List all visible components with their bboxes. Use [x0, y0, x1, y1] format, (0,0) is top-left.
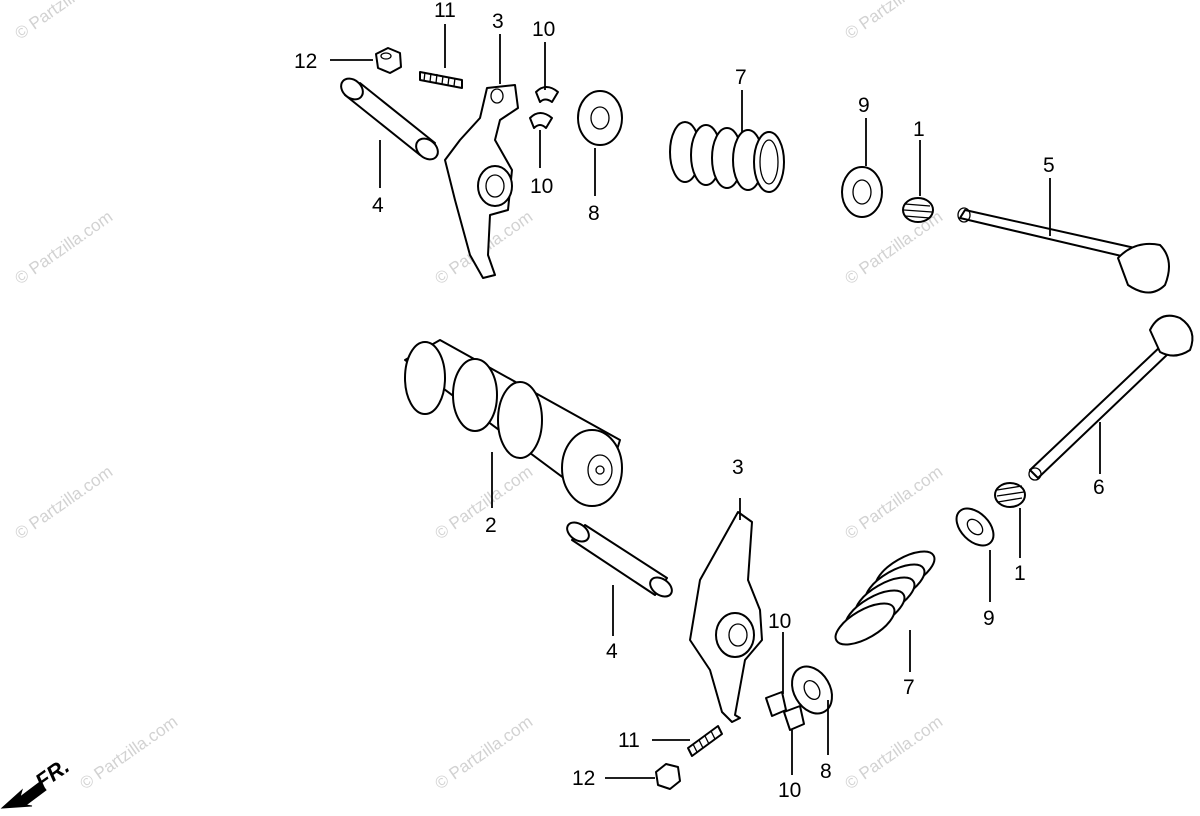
leader-lines — [330, 24, 1101, 779]
part-4-rocker-shaft-lower — [566, 521, 673, 598]
watermark-text: © Partzilla.com — [841, 0, 946, 43]
watermark-text: © Partzilla.com — [76, 712, 181, 793]
callout-3: 3 — [732, 456, 744, 479]
part-9-spring-seat-lower — [955, 507, 995, 547]
part-5-valve-upper — [957, 207, 1170, 294]
callout-7: 7 — [903, 676, 915, 699]
part-11-adjust-screw-lower — [687, 725, 723, 757]
callout-10: 10 — [532, 18, 555, 41]
callout-8: 8 — [588, 202, 600, 225]
callout-10: 10 — [768, 610, 791, 633]
watermark-text: © Partzilla.com — [841, 462, 946, 543]
callout-9: 9 — [858, 94, 870, 117]
watermark-text: © Partzilla.com — [431, 462, 536, 543]
part-8-retainer-lower — [791, 665, 833, 715]
part-12-nut-lower — [655, 763, 681, 790]
part-1-stem-seal-upper — [902, 197, 934, 223]
callout-8: 8 — [820, 760, 832, 783]
callout-9: 9 — [983, 607, 995, 630]
front-direction-indicator: FR. — [0, 753, 74, 809]
callout-12: 12 — [294, 50, 317, 73]
part-2-camshaft — [404, 339, 623, 507]
callout-1: 1 — [913, 118, 925, 141]
part-10-cotter-lower — [765, 691, 805, 731]
callout-3: 3 — [492, 10, 504, 33]
callout-11: 11 — [434, 0, 456, 22]
part-7-valve-spring-upper — [669, 121, 785, 193]
watermark-text: © Partzilla.com — [841, 712, 946, 793]
callout-2: 2 — [485, 514, 497, 537]
part-1-stem-seal-lower — [994, 482, 1026, 508]
part-8-retainer-upper — [577, 90, 623, 146]
callout-11: 11 — [618, 729, 640, 752]
part-10-cotter-upper — [529, 86, 559, 129]
part-7-valve-spring-lower — [834, 550, 936, 646]
part-9-spring-seat-upper — [841, 166, 883, 218]
part-3-rocker-arm-lower — [689, 511, 763, 723]
part-4-rocker-shaft-upper — [340, 77, 439, 161]
callout-4: 4 — [372, 194, 384, 217]
watermark-text: © Partzilla.com — [11, 462, 116, 543]
part-3-rocker-arm-upper — [444, 84, 519, 279]
part-6-valve-lower — [1028, 314, 1194, 481]
watermark-text: © Partzilla.com — [11, 0, 116, 43]
watermark-text: © Partzilla.com — [11, 207, 116, 288]
part-11-adjust-screw-upper — [419, 71, 463, 89]
callout-labels: 12 11 3 10 10 8 4 7 9 1 5 2 3 4 6 1 9 7 … — [294, 0, 1105, 802]
watermark-text: © Partzilla.com — [431, 712, 536, 793]
callout-7: 7 — [735, 66, 747, 89]
callout-6: 6 — [1093, 476, 1105, 499]
callout-4: 4 — [606, 640, 618, 663]
callout-5: 5 — [1043, 154, 1055, 177]
callout-10: 10 — [530, 175, 553, 198]
callout-1: 1 — [1014, 562, 1026, 585]
callout-10: 10 — [778, 779, 801, 802]
front-arrow-icon — [0, 781, 47, 809]
watermark-text: © Partzilla.com — [841, 207, 946, 288]
part-12-nut-upper — [375, 47, 402, 74]
callout-12: 12 — [572, 767, 595, 790]
